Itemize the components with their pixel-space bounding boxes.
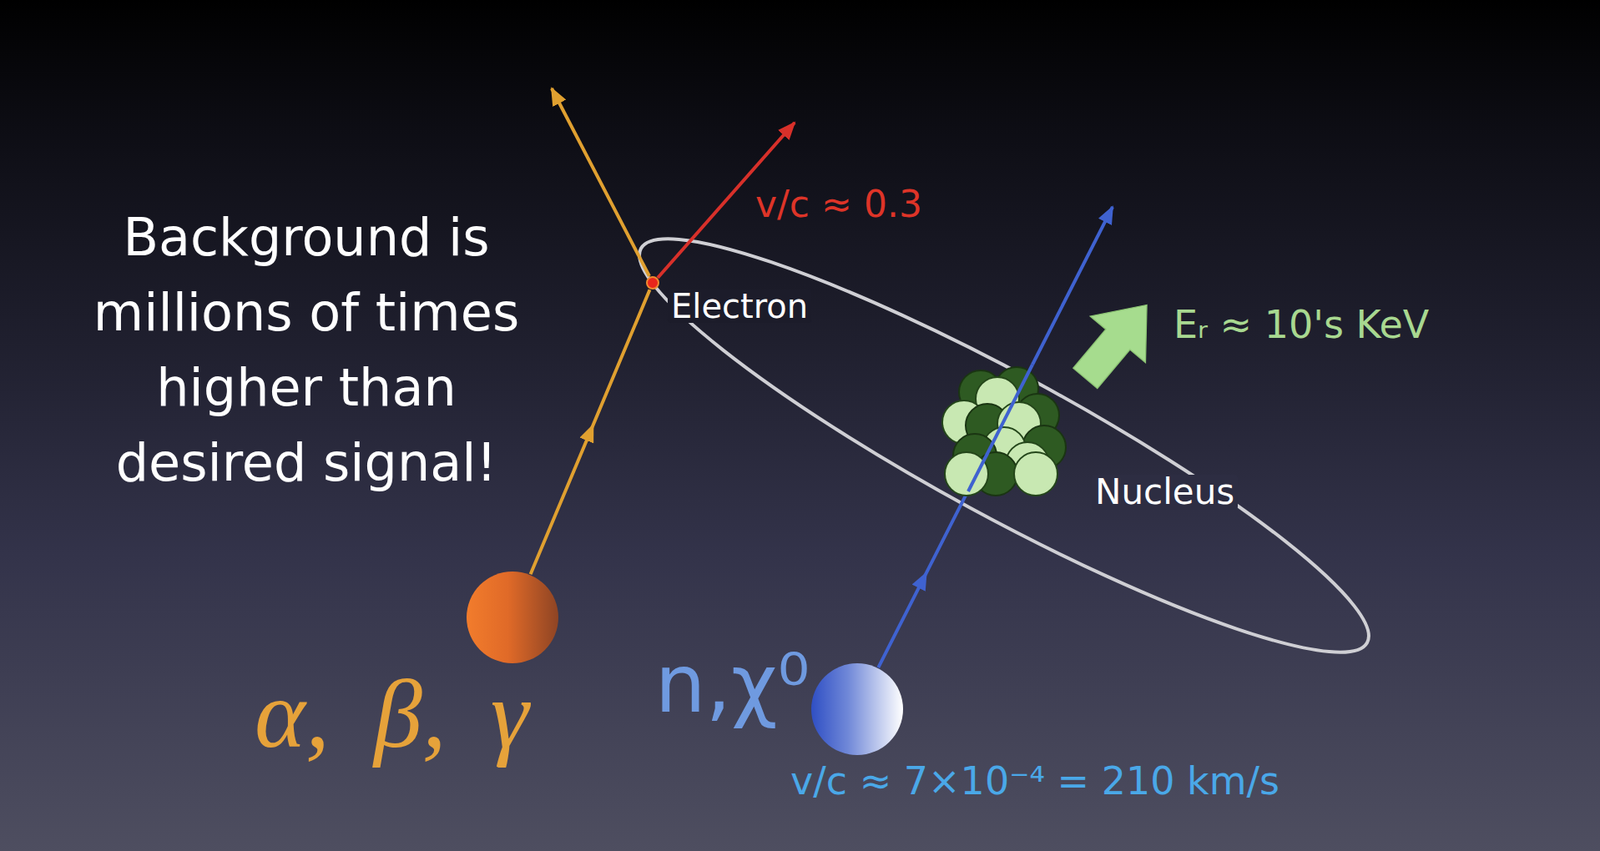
orbit-ellipse — [606, 186, 1401, 706]
nucleon — [1014, 452, 1058, 496]
blue-ball-shape — [811, 663, 904, 756]
energy-label: Eᵣ ≈ 10's KeV — [1173, 305, 1429, 344]
track-arrow — [530, 289, 651, 575]
nucleus-shape — [928, 357, 1071, 500]
electron-dot — [646, 277, 659, 289]
particle-label: α, β, γ — [254, 666, 529, 763]
note-text: Background is millions of times higher t… — [72, 200, 541, 501]
electron-label: Electron — [667, 289, 812, 324]
scattered-track — [551, 88, 650, 277]
orange-ball-shape — [466, 571, 559, 664]
nucleus-cluster: Nucleus — [928, 357, 1071, 500]
recoil-arrow — [1057, 282, 1175, 402]
nucleus-label: Nucleus — [1091, 474, 1238, 510]
velocity-label: v/c ≈ 7×10⁻⁴ = 210 km/s — [790, 762, 1280, 801]
velocity-label: v/c ≈ 0.3 — [755, 186, 923, 223]
particle-track — [968, 364, 1033, 492]
electron-dot: Electron — [646, 276, 660, 290]
particle-ball — [811, 663, 904, 756]
track-arrow — [878, 492, 968, 668]
background-particle: α, β, γ — [466, 571, 559, 664]
particle-label: n,χ⁰ — [655, 644, 810, 725]
wimp-particle: n,χ⁰ — [811, 663, 904, 756]
particle-ball — [466, 571, 559, 664]
electron-shape — [646, 276, 660, 290]
nucleon — [944, 452, 989, 496]
